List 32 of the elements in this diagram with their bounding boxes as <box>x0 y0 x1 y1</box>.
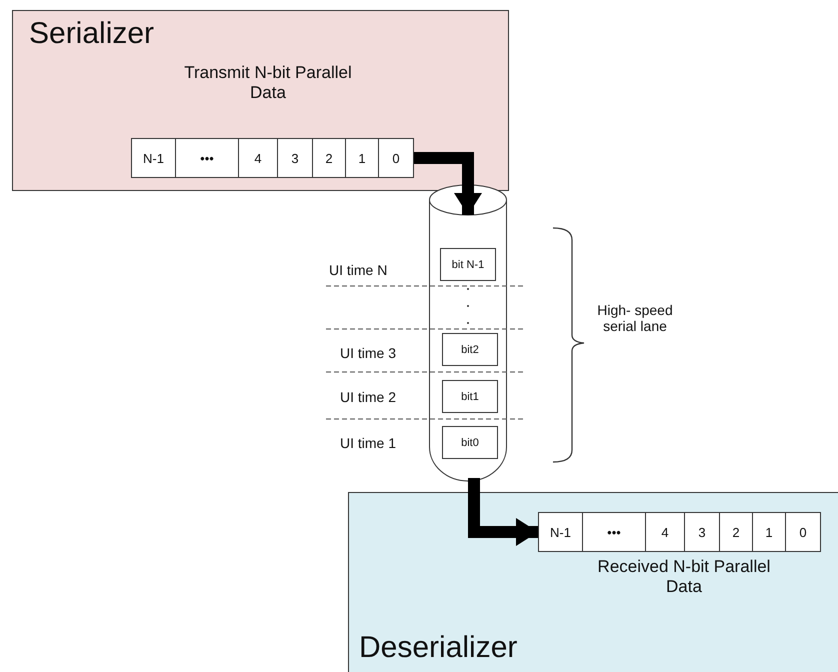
arrow <box>414 152 482 215</box>
register-cell: 3 <box>277 138 313 178</box>
time-label: UI time 2 <box>340 389 396 405</box>
block-title: Serializer <box>29 17 156 51</box>
register-cell: N-1 <box>131 138 176 178</box>
time-label: UI time 3 <box>340 345 396 361</box>
bit-slot: bit0 <box>442 426 498 459</box>
register-cell: 3 <box>684 512 720 552</box>
arrow <box>468 478 538 546</box>
bit-slot: bit2 <box>442 333 498 366</box>
time-label: UI time N <box>329 262 388 278</box>
bit-slot: bit N-1 <box>440 248 496 281</box>
register-cell: ••• <box>582 512 646 552</box>
register-cell: 4 <box>238 138 278 178</box>
bit-slot: bit1 <box>442 380 498 413</box>
register-cell: 2 <box>719 512 753 552</box>
register-cell: ••• <box>175 138 239 178</box>
serializer-block <box>12 10 509 191</box>
serial-lane-cylinder <box>429 185 507 482</box>
block-text: Transmit N-bit Parallel Data <box>183 63 353 103</box>
register-cell: 1 <box>345 138 379 178</box>
time-label: UI time 1 <box>340 435 396 451</box>
block-text: Received N-bit Parallel Data <box>596 557 772 597</box>
register-cell: 1 <box>752 512 786 552</box>
register-cell: N-1 <box>538 512 583 552</box>
register-cell: 0 <box>378 138 414 178</box>
register-cell: 2 <box>312 138 346 178</box>
deserializer-block <box>348 492 838 672</box>
block-title: Deserializer <box>359 631 518 665</box>
register-cell: 0 <box>785 512 821 552</box>
register-cell: 4 <box>645 512 685 552</box>
lane-caption: High- speed serial lane <box>596 302 674 334</box>
